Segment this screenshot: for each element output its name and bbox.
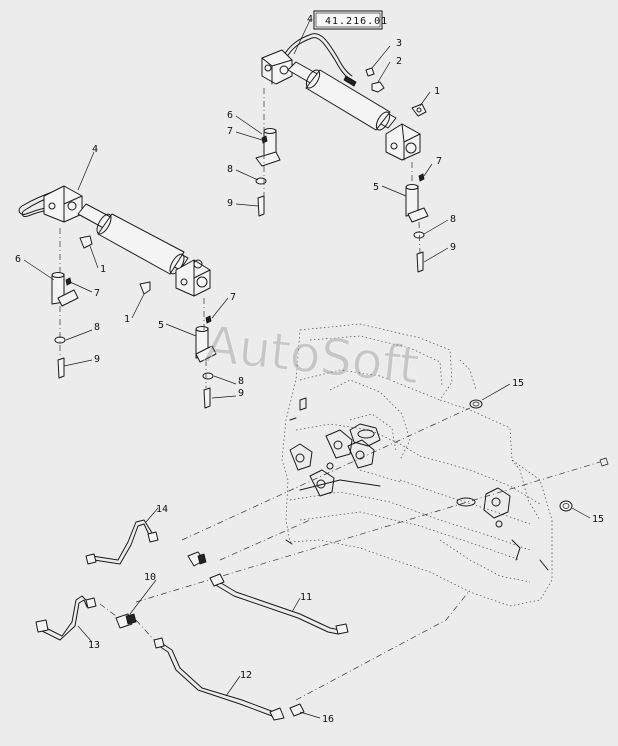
callout-2: 2 — [396, 56, 402, 67]
callout-12: 12 — [240, 670, 252, 681]
callout-1: 1 — [434, 86, 440, 97]
callout-4: 4 — [92, 144, 98, 155]
callout-13: 13 — [88, 640, 100, 651]
watermark: AutoSoft — [202, 315, 422, 395]
left-small-parts — [51, 228, 217, 409]
callout-9: 9 — [94, 354, 100, 365]
callout-15: 15 — [512, 378, 524, 389]
callout-8: 8 — [450, 214, 456, 225]
callout-6: 6 — [15, 254, 21, 265]
callout-7: 7 — [94, 288, 100, 299]
callout-16: 16 — [322, 714, 334, 725]
callout-11: 11 — [300, 592, 312, 603]
callout-4: 4 — [307, 14, 313, 25]
left-axle-assembly — [18, 185, 211, 297]
part-15-nuts — [469, 399, 609, 512]
reference-box: 41.216.01 — [313, 10, 388, 30]
tractor-frame — [281, 323, 553, 607]
callout-6: 6 — [227, 110, 233, 121]
callout-9: 9 — [450, 242, 456, 253]
callout-7: 7 — [227, 126, 233, 137]
callout-15: 15 — [592, 514, 604, 525]
callout-labels: 3 2 1 4 6 7 8 9 5 7 8 9 4 6 1 7 8 9 1 5 … — [15, 14, 604, 725]
callout-1: 1 — [124, 314, 130, 325]
pipe-assembly — [35, 519, 349, 721]
assembly-centerlines — [135, 407, 601, 701]
callout-9: 9 — [238, 388, 244, 399]
reference-number: 41.216.01 — [325, 16, 388, 27]
upper-small-parts — [255, 67, 429, 273]
callout-14: 14 — [156, 504, 168, 515]
callout-5: 5 — [158, 320, 164, 331]
upper-axle-assembly — [261, 33, 421, 161]
callout-9: 9 — [227, 198, 233, 209]
callout-10: 10 — [144, 572, 156, 583]
callout-5: 5 — [373, 182, 379, 193]
callout-8: 8 — [227, 164, 233, 175]
leader-lines — [23, 19, 591, 719]
callout-3: 3 — [396, 38, 402, 49]
callout-8: 8 — [238, 376, 244, 387]
callout-7: 7 — [230, 292, 236, 303]
callout-8: 8 — [94, 322, 100, 333]
callout-1: 1 — [100, 264, 106, 275]
callout-7: 7 — [436, 156, 442, 167]
